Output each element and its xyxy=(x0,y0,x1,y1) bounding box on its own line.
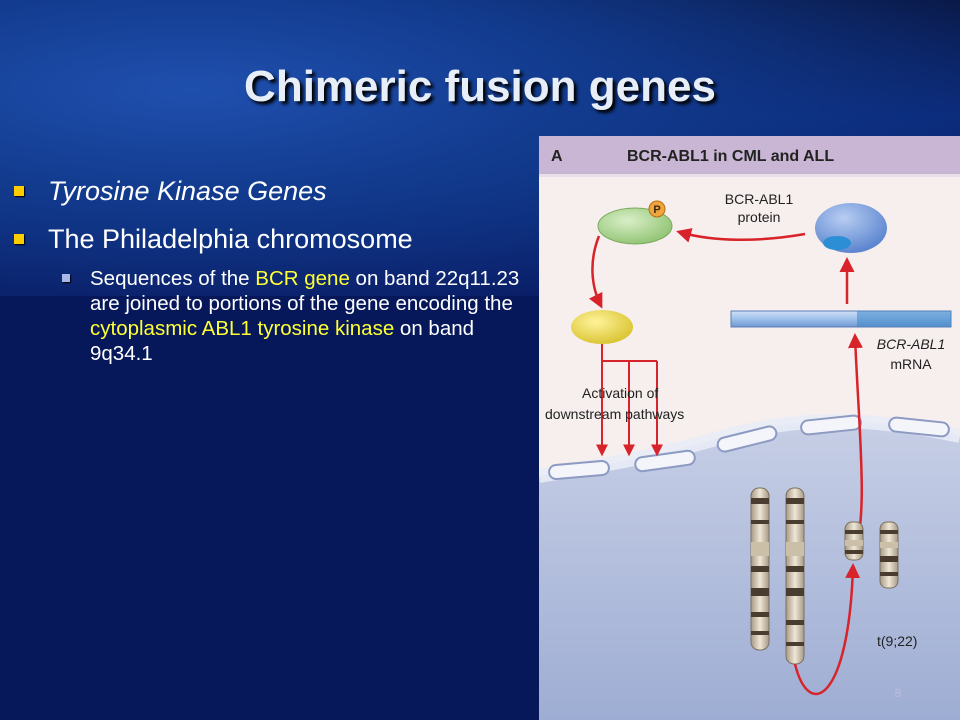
panel-letter: A xyxy=(551,148,563,165)
arrow-protein-to-substrate xyxy=(676,228,806,243)
figure-header xyxy=(539,136,960,174)
bcr-abl1-figure: A BCR-ABL1 in CML and ALL P BCR-ABL1 pro… xyxy=(539,136,960,720)
phosphate-icon xyxy=(648,200,666,218)
chromosome-9-derivative xyxy=(785,487,805,665)
sub-bullet-text: Sequences of the xyxy=(90,267,256,290)
mrna-label-line-1: BCR-ABL1 xyxy=(877,336,945,352)
bcr-abl1-diagram: A BCR-ABL1 in CML and ALL P BCR-ABL1 pro… xyxy=(539,136,960,720)
highlight-bcr-gene: BCR gene xyxy=(255,267,350,290)
chromosome-22-philadelphia xyxy=(844,521,864,561)
bullet-text: Tyrosine Kinase Genes xyxy=(48,176,327,206)
protein-label-line-2: protein xyxy=(738,209,781,225)
nucleus-region xyxy=(539,421,960,720)
nuclear-pores xyxy=(548,414,950,481)
bullet-square-icon xyxy=(14,186,24,196)
translocation-label: t(9;22) xyxy=(877,633,917,649)
bullet-list: Tyrosine Kinase Genes The Philadelphia c… xyxy=(12,174,537,366)
sub-bullet-square-icon xyxy=(62,274,70,282)
arrow-to-yellow xyxy=(588,235,603,309)
chromosome-22-normal xyxy=(879,521,899,589)
sub-bullet-bcr-abl: Sequences of the BCR gene on band 22q11.… xyxy=(62,266,537,366)
svg-text:P: P xyxy=(653,204,660,216)
mrna-label-line-2: mRNA xyxy=(890,356,932,372)
arrow-translocation xyxy=(793,563,861,695)
activation-label-line-2: downstream pathways xyxy=(545,406,684,422)
downstream-effector xyxy=(571,310,633,344)
bullet-text: The Philadelphia chromosome xyxy=(48,224,413,254)
protein-label-line-1: BCR-ABL1 xyxy=(725,191,794,207)
activation-label-line-1: Activation of xyxy=(582,385,658,401)
panel-title: BCR-ABL1 in CML and ALL xyxy=(627,148,834,165)
slide-title: Chimeric fusion genes xyxy=(244,62,716,111)
phosphorylated-substrate xyxy=(597,207,673,245)
highlight-abl1-kinase: cytoplasmic ABL1 tyrosine kinase xyxy=(90,317,395,340)
activation-arrows xyxy=(596,344,657,454)
bullet-item-tyrosine-kinase: Tyrosine Kinase Genes xyxy=(12,174,537,208)
page-number: 8 xyxy=(894,686,902,700)
sub-bullet-text: on band 22q11.23 are joined to portions … xyxy=(90,267,520,315)
bullet-square-icon xyxy=(14,234,24,244)
sub-bullet-text: on band 9q34.1 xyxy=(90,317,475,365)
chromosome-9-normal xyxy=(750,487,770,651)
bullet-item-philadelphia: The Philadelphia chromosome xyxy=(12,222,537,256)
